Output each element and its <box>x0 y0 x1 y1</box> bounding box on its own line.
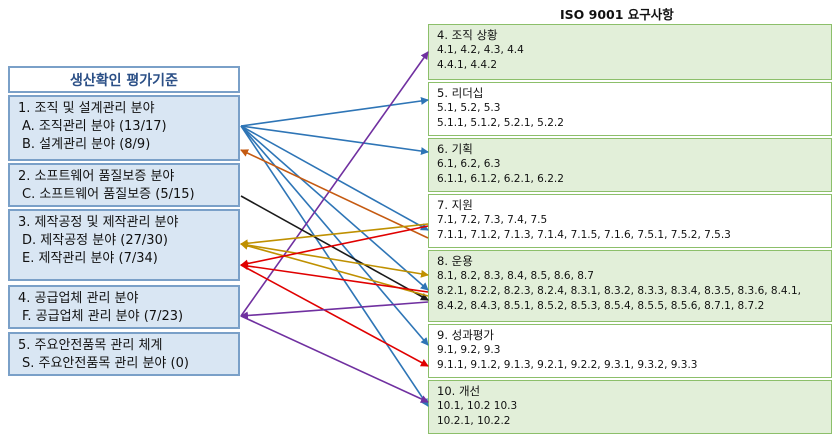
iso-box-line: 7.1.1, 7.1.2, 7.1.3, 7.1.4, 7.1.5, 7.1.6… <box>437 229 731 241</box>
left-box-item: B. 설계관리 분야 (8/9) <box>22 137 151 152</box>
iso-box-line: 8.2.1, 8.2.2, 8.2.3, 8.2.4, 8.3.1, 8.3.2… <box>437 285 801 297</box>
mapping-arrow-purple <box>240 51 429 317</box>
left-box-item: F. 공급업체 관리 분야 (7/23) <box>22 309 184 324</box>
left-box-item: E. 제작관리 분야 (7/34) <box>22 251 158 266</box>
left-box-head: 3. 제작공정 및 제작관리 분야 <box>18 215 179 230</box>
iso-box-improvement: 10. 개선 10.1, 10.2 10.3 10.2.1, 10.2.2 <box>428 380 832 434</box>
iso-requirements-title: ISO 9001 요구사항 <box>560 7 674 22</box>
left-box-production: 3. 제작공정 및 제작관리 분야 D. 제작공정 분야 (27/30) E. … <box>8 209 240 281</box>
iso-box-head: 8. 운용 <box>437 254 473 268</box>
mapping-arrow-red <box>240 262 429 293</box>
iso-box-context: 4. 조직 상황 4.1, 4.2, 4.3, 4.4 4.4.1, 4.4.2 <box>428 24 832 80</box>
iso-box-head: 5. 리더십 <box>437 86 484 100</box>
iso-box-planning: 6. 기획 6.1, 6.2, 6.3 6.1.1, 6.1.2, 6.2.1,… <box>428 138 832 192</box>
mapping-arrow-gold <box>240 223 429 248</box>
iso-box-line: 4.4.1, 4.4.2 <box>437 59 498 71</box>
left-box-item: S. 주요안전품목 관리 분야 (0) <box>22 356 189 371</box>
iso-box-line: 6.1.1, 6.1.2, 6.2.1, 6.2.2 <box>437 173 564 185</box>
mapping-arrow-red <box>240 264 429 367</box>
iso-box-line: 10.2.1, 10.2.2 <box>437 415 511 427</box>
mapping-arrow-blue <box>240 125 429 155</box>
mapping-arrow-blue <box>240 125 429 346</box>
iso-box-line: 8.1, 8.2, 8.3, 8.4, 8.5, 8.6, 8.7 <box>437 270 594 282</box>
mapping-arrow-blue <box>240 125 429 231</box>
left-box-head: 5. 주요안전품목 관리 체계 <box>18 338 163 353</box>
left-box-software-qa: 2. 소프트웨어 품질보증 분야 C. 소프트웨어 품질보증 (5/15) <box>8 163 240 207</box>
mapping-arrow-blue <box>240 97 429 127</box>
mapping-arrow-orange <box>240 149 429 239</box>
iso-box-head: 4. 조직 상황 <box>437 28 498 42</box>
iso-box-leadership: 5. 리더십 5.1, 5.2, 5.3 5.1.1, 5.1.2, 5.2.1… <box>428 82 832 136</box>
left-box-safety-items: 5. 주요안전품목 관리 체계 S. 주요안전품목 관리 분야 (0) <box>8 332 240 376</box>
left-box-item: D. 제작공정 분야 (27/30) <box>22 233 168 248</box>
iso-box-line: 4.1, 4.2, 4.3, 4.4 <box>437 44 524 56</box>
evaluation-criteria-title: 생산확인 평가기준 <box>8 66 240 93</box>
iso-box-line: 5.1.1, 5.1.2, 5.2.1, 5.2.2 <box>437 117 564 129</box>
iso-box-line: 9.1.1, 9.1.2, 9.1.3, 9.2.1, 9.2.2, 9.3.1… <box>437 359 698 371</box>
left-box-item: A. 조직관리 분야 (13/17) <box>22 119 167 134</box>
iso-box-line: 5.1, 5.2, 5.3 <box>437 102 501 114</box>
mapping-arrow-blue <box>240 125 429 407</box>
mapping-arrow-purple <box>240 301 429 320</box>
iso-box-performance: 9. 성과평가 9.1, 9.2, 9.3 9.1.1, 9.1.2, 9.1.… <box>428 324 832 378</box>
iso-box-head: 7. 지원 <box>437 198 473 212</box>
iso-box-line: 6.1, 6.2, 6.3 <box>437 158 501 170</box>
iso-box-head: 9. 성과평가 <box>437 328 494 342</box>
iso-box-line: 9.1, 9.2, 9.3 <box>437 344 501 356</box>
mapping-arrow-gold <box>240 243 429 278</box>
mapping-arrow-black <box>240 195 429 301</box>
iso-box-line: 7.1, 7.2, 7.3, 7.4, 7.5 <box>437 214 548 226</box>
left-box-head: 2. 소프트웨어 품질보증 분야 <box>18 169 175 184</box>
left-box-head: 1. 조직 및 설계관리 분야 <box>18 101 155 116</box>
iso-box-head: 6. 기획 <box>437 142 473 156</box>
left-box-head: 4. 공급업체 관리 분야 <box>18 291 139 306</box>
mapping-arrow-purple <box>240 315 429 403</box>
iso-box-operation: 8. 운용 8.1, 8.2, 8.3, 8.4, 8.5, 8.6, 8.7 … <box>428 250 832 322</box>
left-box-supplier: 4. 공급업체 관리 분야 F. 공급업체 관리 분야 (7/23) <box>8 285 240 329</box>
left-box-item: C. 소프트웨어 품질보증 (5/15) <box>22 187 195 202</box>
iso-box-head: 10. 개선 <box>437 384 481 398</box>
left-box-org-design: 1. 조직 및 설계관리 분야 A. 조직관리 분야 (13/17) B. 설계… <box>8 95 240 161</box>
iso-box-line: 10.1, 10.2 10.3 <box>437 400 518 412</box>
mapping-arrow-red <box>240 225 429 268</box>
iso-box-line: 8.4.2, 8.4.3, 8.5.1, 8.5.2, 8.5.3, 8.5.4… <box>437 300 765 312</box>
iso-box-support: 7. 지원 7.1, 7.2, 7.3, 7.4, 7.5 7.1.1, 7.1… <box>428 194 832 248</box>
mapping-arrow-blue <box>240 125 429 291</box>
